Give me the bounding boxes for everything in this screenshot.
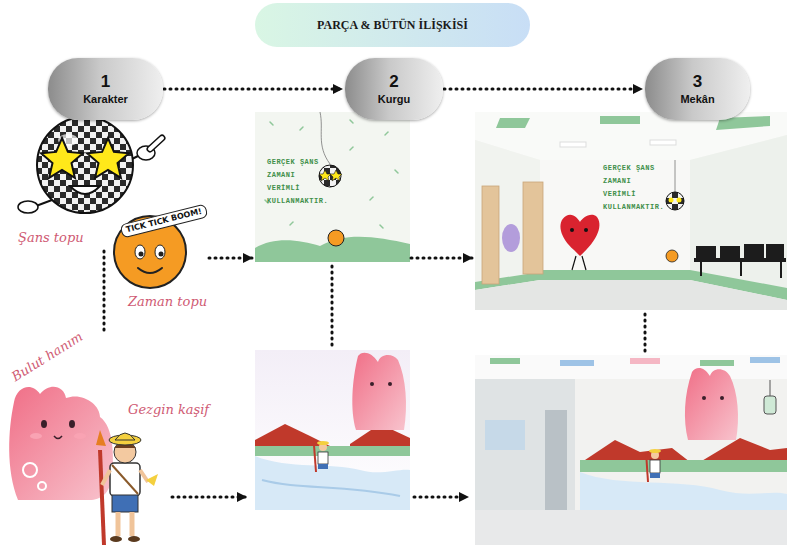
luck-ball-figure [18, 117, 162, 213]
ball-slogan: TICK TICK BOOM! [120, 204, 209, 239]
poster-text: GERÇEK ŞANS ZAMANI VERİMLİ KULLANMAKTIR. [267, 156, 328, 208]
step-label: Karakter [83, 92, 128, 106]
step-number: 1 [101, 72, 110, 92]
poster-text: GERÇEK ŞANS ZAMANI VERİMLİ KULLANMAKTIR. [603, 162, 664, 214]
dotted-connector [411, 257, 472, 260]
character-name: Gezgin kaşif [128, 402, 209, 418]
space-render-corridor [475, 112, 787, 310]
dotted-connector [444, 88, 642, 91]
character-name: Zaman topu [128, 294, 207, 310]
step-pill: 3Mekân [645, 58, 750, 120]
step-label: Mekân [680, 92, 714, 106]
character-name: Şans topu [18, 230, 84, 246]
dotted-connector [103, 251, 106, 334]
cloud-figure [9, 387, 113, 500]
space-render-landscape-wall [475, 355, 787, 545]
story-panel-landscape [255, 350, 410, 510]
character-cloud: Bulut hanım [5, 335, 120, 503]
title-pill: PARÇA & BÜTÜN İLİŞKİSİ [255, 3, 530, 47]
space-panel: GERÇEK ŞANS ZAMANI VERİMLİ KULLANMAKTIR. [475, 112, 787, 310]
explorer-figure [96, 430, 158, 545]
character-time-ball: TICK TICK BOOM!Zaman topu [108, 210, 208, 312]
step-pill: 2Kurgu [345, 58, 443, 120]
character-luck-ball: Şans topu [8, 110, 113, 250]
dotted-connector [164, 88, 342, 91]
story-panel: GERÇEK ŞANS ZAMANI VERİMLİ KULLANMAKTIR. [255, 112, 410, 262]
step-pill: 1Karakter [48, 58, 163, 120]
story-panel-poster [255, 112, 410, 262]
step-number: 3 [693, 72, 702, 92]
step-label: Kurgu [378, 92, 410, 106]
dotted-connector [209, 257, 252, 260]
character-explorer: Gezgin kaşif [88, 398, 210, 548]
step-number: 2 [389, 72, 398, 92]
character-name: Bulut hanım [9, 329, 86, 385]
title-text: PARÇA & BÜTÜN İLİŞKİSİ [317, 18, 468, 33]
